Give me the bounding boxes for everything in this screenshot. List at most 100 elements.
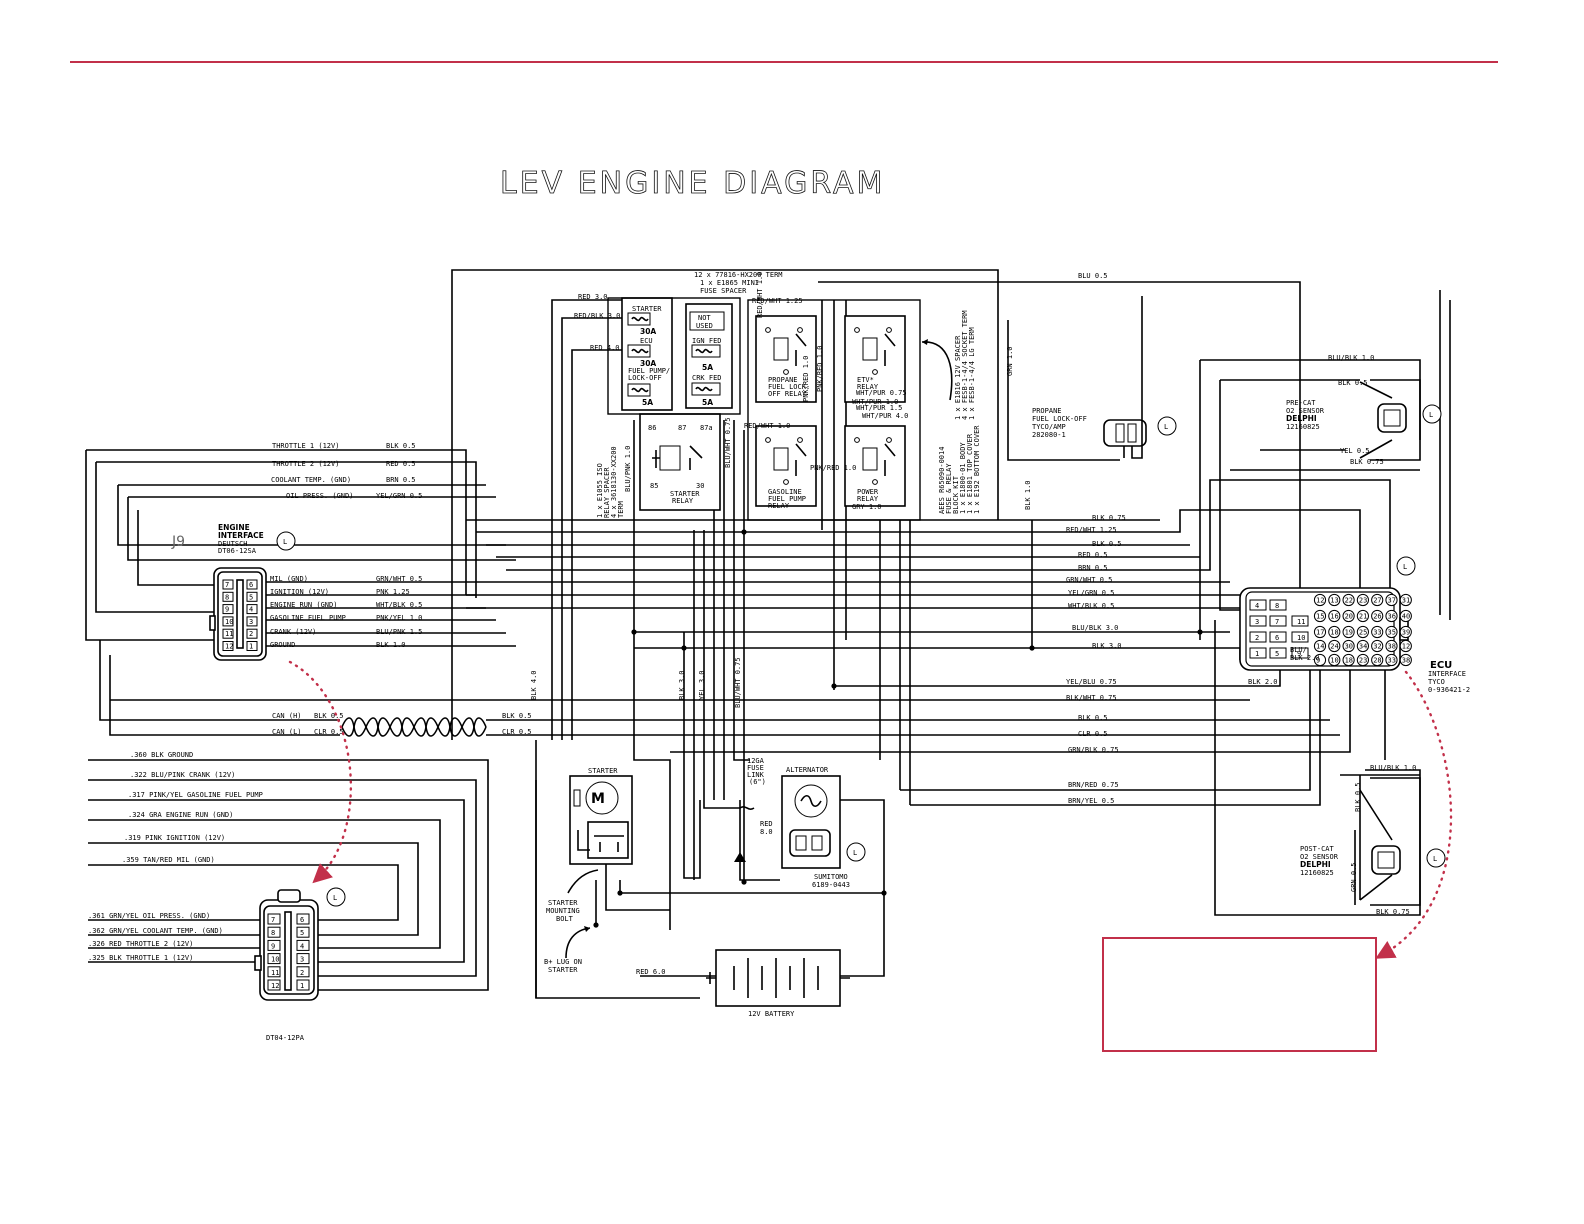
spacer-term-note: 1 x E1816 12V SPACER 4 x FESB-1-4/4 SOCK… [954,310,976,420]
bus-wire: BRN/RED 0.75 [1068,781,1119,789]
page-title: LEV ENGINE DIAGRAM [500,166,885,201]
precat-wire-3: YEL 0.5 [1340,447,1370,455]
bus-wire: YEL/BLU 0.75 [1066,678,1117,686]
relay-terminal [872,369,878,375]
j9-circuit-wire: BRN 0.5 [386,476,416,484]
fuse-not-used: NOT USED [689,311,725,331]
relay-label-1: PROPANE [768,376,798,384]
harness-pin [296,979,310,991]
callout-arrow-right [1375,670,1453,959]
ecu-label-4: 0-936421-2 [1428,686,1470,694]
ecu-label-2: INTERFACE [1428,670,1466,678]
bus-wire: BLU/BLK 3.0 [1072,624,1118,632]
j9-pin-label: 8 [225,593,229,601]
relay-terminal [854,327,860,333]
harness-circuit: .326 RED THROTTLE 2 (12V) [88,940,193,948]
badge-l-icon [846,842,866,862]
ecu-pin-label: 9 [1316,657,1320,665]
j9-circuit-wire: PNK 1.25 [376,588,410,596]
harness-circuit: .317 PINK/YEL GASOLINE FUEL PUMP [128,791,263,799]
bus-wire: BRN 0.5 [1078,564,1108,572]
fuse-crk-fed: CRK FED 5A [691,374,722,407]
ecu-pin-label: 15 [1316,613,1324,621]
fuse-ign-fed: IGN FED 5A [691,337,722,372]
propane-badge: L [1164,423,1168,431]
ecu-pin-label: 25 [1359,629,1367,637]
ecu-pin-label: 13 [1330,597,1338,605]
ecu-pin-label: 35 [1388,629,1396,637]
fuse-block-wire: PNK/RED 1.0 [810,464,856,472]
j9-pin [246,628,258,639]
vertical-wire: BLK 4.0 [530,670,538,700]
harness-pin [267,953,281,965]
battery-icon [706,949,850,1007]
j9-pin [246,579,258,590]
precat-label-3: DELPHI [1286,414,1317,423]
badge-l-icon [326,887,346,907]
precat-badge: L [1429,411,1433,419]
fuse-block-wire: RED/WHT 1.0 [756,272,764,318]
ecu-pin [1313,625,1327,639]
ecu-pin [1371,593,1384,607]
ecu-pin-label: 33 [1373,629,1381,637]
propane-label-1: PROPANE [1032,407,1062,415]
alternator-label: ALTERNATOR [786,766,829,774]
relay-label-1: ETV* [857,376,874,384]
ecu-pin [1356,593,1370,607]
postcat-label-3: DELPHI [1300,860,1331,869]
relay-coil [862,337,878,361]
relay-spacer-note: 1 x E1055 ISO RELAY SPACER 4 x 3618130-X… [596,446,625,518]
ecu-small-pin [1291,647,1309,659]
ecu-small-pin-label: 6 [1275,634,1279,642]
harness-pin [267,966,281,978]
starter-bolt-3: BOLT [556,915,574,923]
alternator-fuse-4: (6") [749,778,766,786]
ecu-pin [1385,609,1398,623]
fuse-crk-fed-label: CRK FED [692,374,722,382]
relay-switch [795,333,807,366]
starter-lug-1: B+ LUG ON [544,958,582,966]
j9-pin-label: 4 [249,606,253,614]
ecu-small-pin [1269,615,1287,627]
fuse-fuel-pump: FUEL PUMP/ LOCK-OFF 5A [627,367,670,407]
postcat-sensor [1359,777,1421,906]
bus-wire: WHT/BLK 0.5 [1068,602,1114,610]
ecu-pin-label: 12 [1316,597,1324,605]
ecu-pin-label: 38 [1402,657,1410,665]
harness-pin-label: 10 [271,956,279,964]
relay-coil [773,447,789,471]
ecu-small-pin [1291,615,1309,627]
j9-circuit-name: MIL (GND) [270,575,308,583]
term-note-1: 12 x 77816-HX200 TERM [694,271,783,279]
j9-pin-label: 10 [225,618,233,626]
harness-part: DT04-12PA [266,1034,305,1042]
harness-circuit: .322 BLU/PINK CRANK (12V) [130,771,235,779]
harness-circuits: .360 BLK GROUND.322 BLU/PINK CRANK (12V)… [88,751,263,962]
harness-circuit: .319 PINK IGNITION (12V) [124,834,225,842]
fuse-block-wire: WHT/PUR 0.75 [856,389,907,397]
badge-l-icon [1396,556,1416,576]
ecu-pin-label: 23 [1359,597,1367,605]
vertical-wire: GRN 1.0 [1006,346,1014,376]
j9-circuit-wire: GRN/WHT 0.5 [376,575,422,583]
ecu-pin-label: 18 [1330,629,1338,637]
can-name: CAN (L) [272,728,302,736]
harness-pin-label: 6 [300,916,304,924]
j9-circuit-wire: YEL/GRN 0.5 [376,492,422,500]
callout-box [1102,937,1377,1052]
ecu-pin [1328,593,1341,607]
j9-pin-label: 5 [249,593,253,601]
precat-wire-1: BLU/BLK 1.0 [1328,354,1374,362]
ecu-pin-label: 33 [1388,657,1396,665]
can-name: CAN (H) [272,712,302,720]
ecu-pin [1342,639,1355,653]
relay-label-3: RELAY [768,502,790,510]
fuse-block-wire: PNK/RED 1.0 [816,346,824,392]
starter-bolt-1: STARTER [548,899,578,907]
fuse-block-wire: GRY 1.0 [852,503,882,511]
relay-label-2: RELAY [857,495,879,503]
j9-pin [222,628,234,639]
bus-wire: BLK 0.5 [1092,540,1122,548]
